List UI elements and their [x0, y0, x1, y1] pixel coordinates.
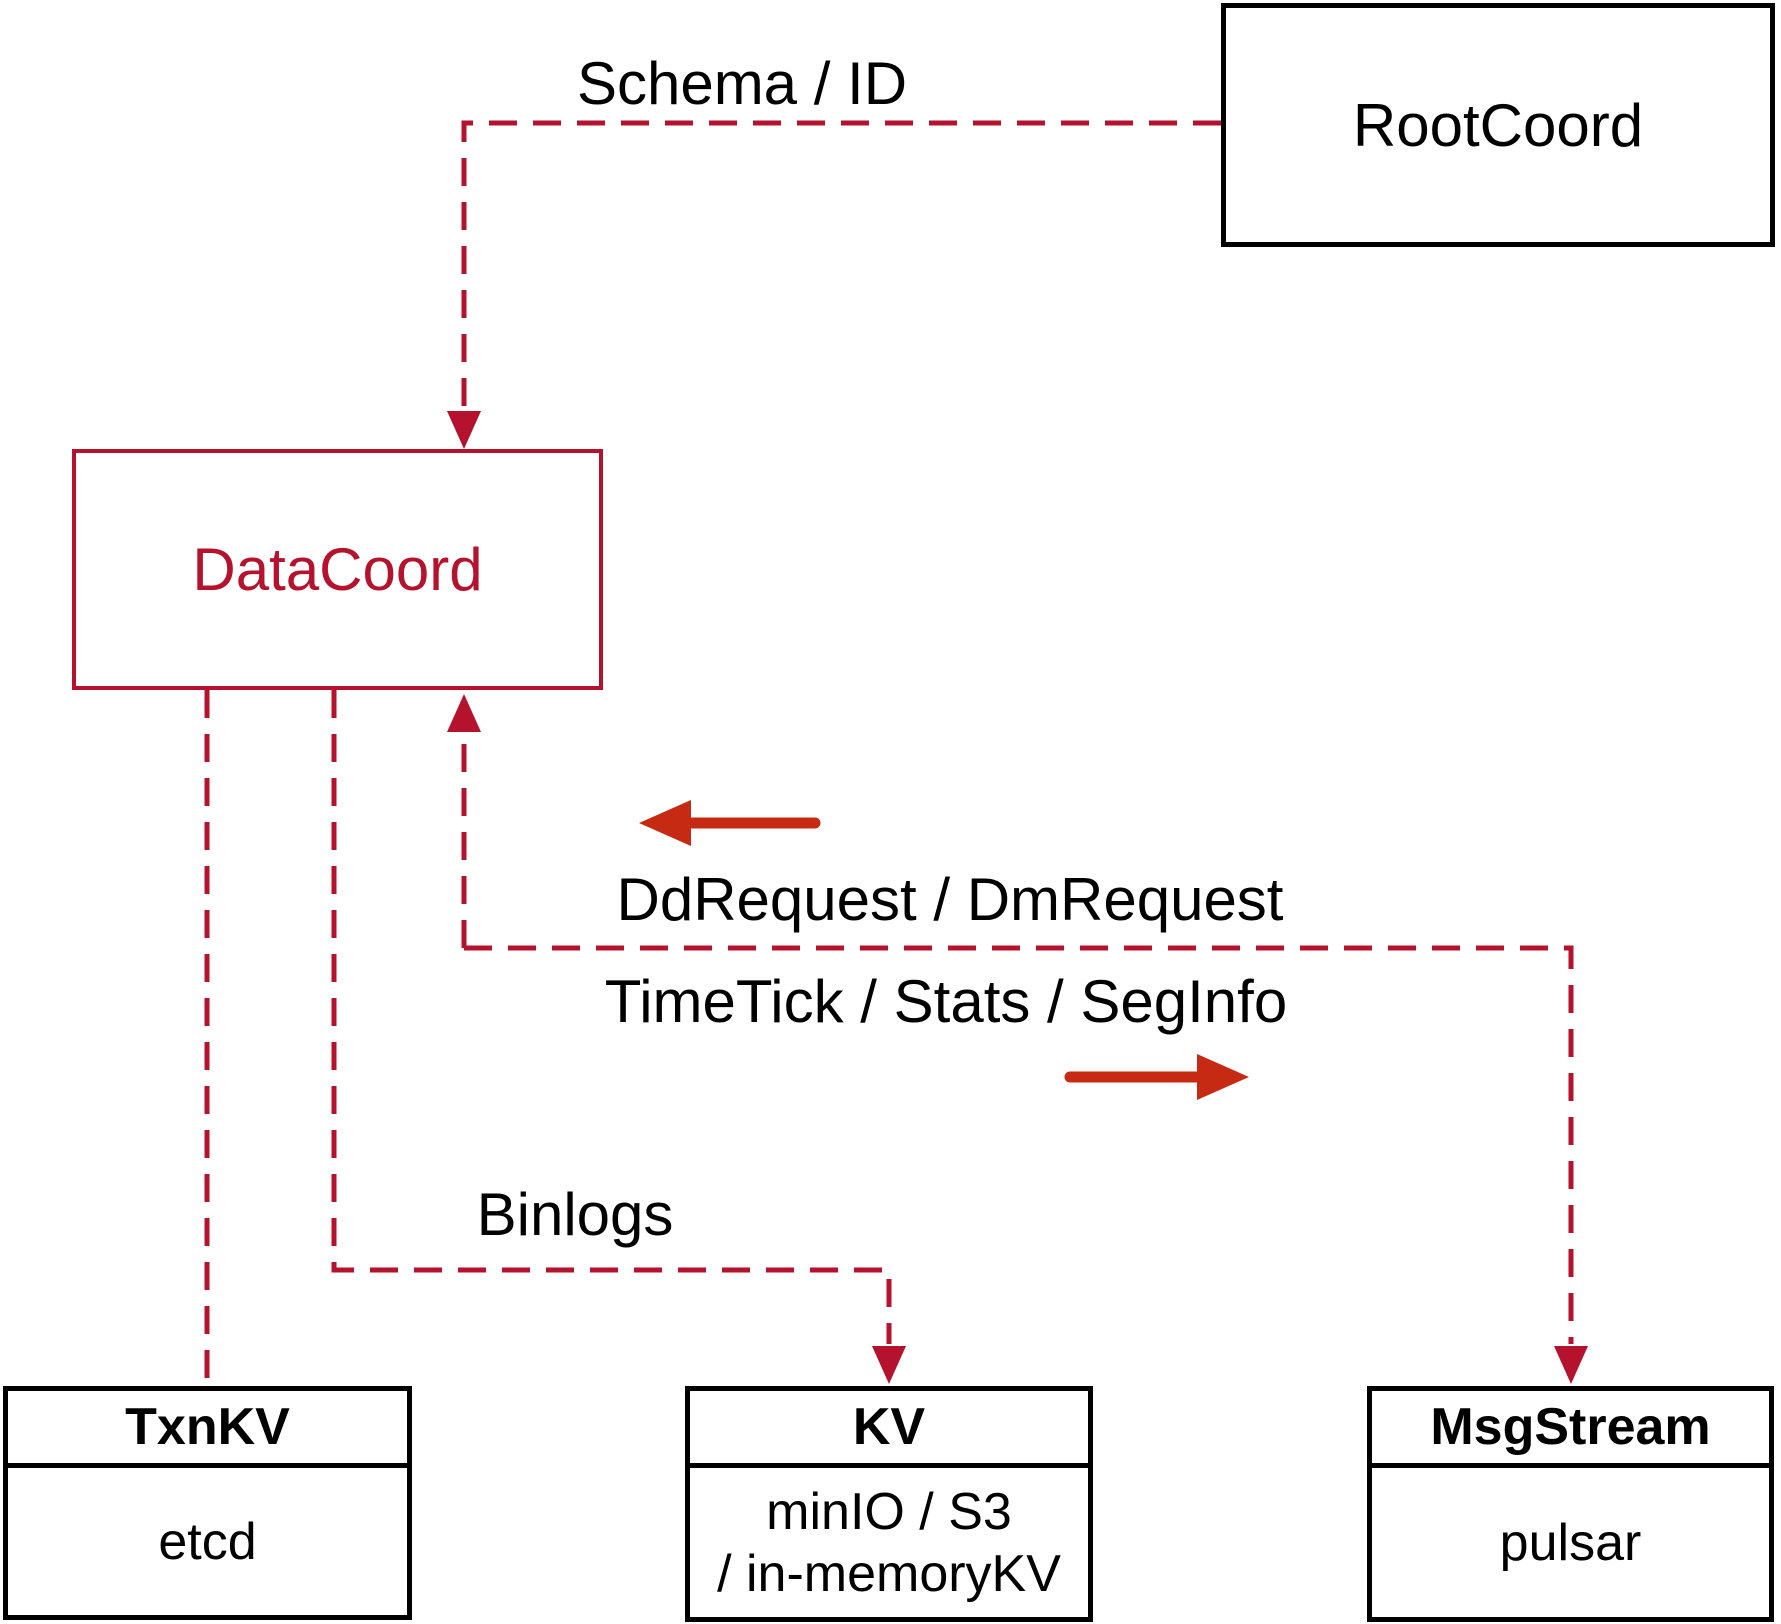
- node-txnkv-header: TxnKV: [8, 1391, 407, 1468]
- node-msgstream-body: pulsar: [1372, 1468, 1769, 1617]
- node-kv-title: KV: [852, 1398, 926, 1456]
- edge-label-timetick: TimeTick / Stats / SegInfo: [604, 968, 1288, 1035]
- right-arrow-icon: [1197, 1054, 1249, 1100]
- node-kv-body-line1: minIO / S3: [766, 1482, 1012, 1541]
- edge-label-schema-id: Schema / ID: [576, 50, 908, 117]
- edge-binlogs-arrowhead-down-icon: [872, 1346, 906, 1384]
- node-datacoord-label: DataCoord: [192, 536, 483, 603]
- edge-schema-id-line: [461, 120, 1221, 437]
- edge-label-ddrequest: DdRequest / DmRequest: [616, 866, 1284, 933]
- edge-binlogs-line: [331, 690, 892, 1344]
- node-rootcoord-label: RootCoord: [1352, 91, 1644, 159]
- edge-schema-id-arrowhead-down-icon: [447, 411, 481, 449]
- node-datacoord: DataCoord: [72, 449, 603, 690]
- edge-label-binlogs: Binlogs: [476, 1181, 674, 1248]
- node-txnkv-body: etcd: [8, 1468, 407, 1615]
- node-msgstream-header: MsgStream: [1372, 1391, 1769, 1468]
- node-msgstream-title: MsgStream: [1430, 1398, 1711, 1456]
- node-kv-body-line2: / in-memoryKV: [717, 1544, 1061, 1603]
- edge-msgstream-bus-line: [464, 945, 1574, 1344]
- node-rootcoord: RootCoord: [1221, 3, 1775, 247]
- node-kv-header: KV: [690, 1391, 1088, 1468]
- node-msgstream: MsgStream pulsar: [1367, 1386, 1774, 1622]
- edge-msgstream-arrowhead-down-icon: [1554, 1346, 1588, 1384]
- left-arrow-icon: [639, 800, 691, 846]
- node-txnkv: TxnKV etcd: [3, 1386, 412, 1620]
- node-msgstream-body-text: pulsar: [1499, 1513, 1642, 1572]
- node-kv-body: minIO / S3 / in-memoryKV: [690, 1468, 1088, 1617]
- node-kv: KV minIO / S3 / in-memoryKV: [685, 1386, 1093, 1622]
- node-txnkv-title: TxnKV: [125, 1398, 290, 1456]
- node-txnkv-body-text: etcd: [158, 1512, 257, 1571]
- edge-datacoord-arrowhead-up-icon: [447, 694, 481, 732]
